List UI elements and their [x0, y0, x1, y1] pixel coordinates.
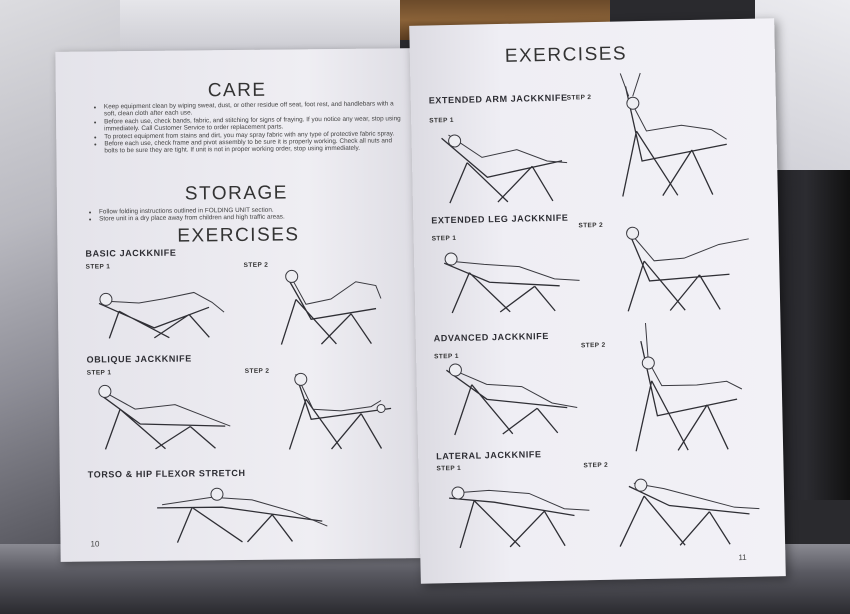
- exercise-title-torso-hip-flexor-stretch: TORSO & HIP FLEXOR STRETCH: [87, 467, 246, 480]
- exercises-heading: EXERCISES: [177, 224, 300, 247]
- exercises-heading: EXERCISES: [504, 43, 628, 67]
- step2-label: STEP 2: [580, 341, 606, 350]
- extended-leg-jackknife-step2-illustration: [626, 226, 749, 312]
- lateral-jackknife-step2-illustration: [619, 478, 760, 547]
- storage-heading: STORAGE: [184, 182, 289, 205]
- advanced-jackknife-step1-illustration: [446, 363, 578, 436]
- exercise-title-basic-jackknife: BASIC JACKKNIFE: [85, 247, 177, 259]
- step1-label: STEP 1: [431, 234, 457, 243]
- step2-label: STEP 2: [244, 367, 270, 375]
- basic-jackknife-step1-illustration: [98, 291, 225, 339]
- advanced-jackknife-step2-illustration: [635, 322, 743, 452]
- storage-list: Follow folding instructions outlined in …: [89, 205, 399, 223]
- oblique-jackknife-step1-illustration: [98, 384, 231, 450]
- page-number: 11: [738, 552, 747, 563]
- step1-label: STEP 1: [86, 369, 112, 377]
- manual-page-right: EXERCISES EXTENDED ARM JACKKNIFE STEP 1 …: [409, 18, 786, 584]
- step2-label: STEP 2: [243, 261, 269, 269]
- care-item: Before each use, check frame and pivot a…: [104, 137, 404, 155]
- page-number: 10: [90, 539, 100, 549]
- exercise-title-extended-arm-jackknife: EXTENDED ARM JACKKNIFE: [428, 92, 568, 106]
- torso-hip-flexor-stretch-illustration: [157, 487, 328, 543]
- extended-arm-jackknife-step1-illustration: [441, 134, 568, 204]
- extended-arm-jackknife-step2-illustration: [619, 72, 727, 197]
- lateral-jackknife-step1-illustration: [449, 486, 590, 549]
- step2-label: STEP 2: [578, 221, 604, 230]
- step2-label: STEP 2: [566, 94, 592, 102]
- care-heading: CARE: [207, 79, 267, 102]
- exercise-title-extended-leg-jackknife: EXTENDED LEG JACKKNIFE: [431, 212, 569, 226]
- exercise-title-lateral-jackknife: LATERAL JACKKNIFE: [436, 449, 542, 462]
- extended-leg-jackknife-step1-illustration: [443, 252, 580, 314]
- step1-label: STEP 1: [436, 464, 462, 473]
- care-list: Keep equipment clean by wiping sweat, du…: [94, 100, 405, 155]
- manual-page-left: CARE Keep equipment clean by wiping swea…: [55, 48, 421, 562]
- basic-jackknife-step2-illustration: [280, 269, 382, 345]
- step1-label: STEP 1: [85, 263, 111, 271]
- exercise-title-advanced-jackknife: ADVANCED JACKKNIFE: [433, 331, 549, 344]
- step2-label: STEP 2: [583, 461, 609, 470]
- exercise-title-oblique-jackknife: OBLIQUE JACKKNIFE: [86, 353, 192, 365]
- oblique-jackknife-step2-illustration: [288, 372, 392, 450]
